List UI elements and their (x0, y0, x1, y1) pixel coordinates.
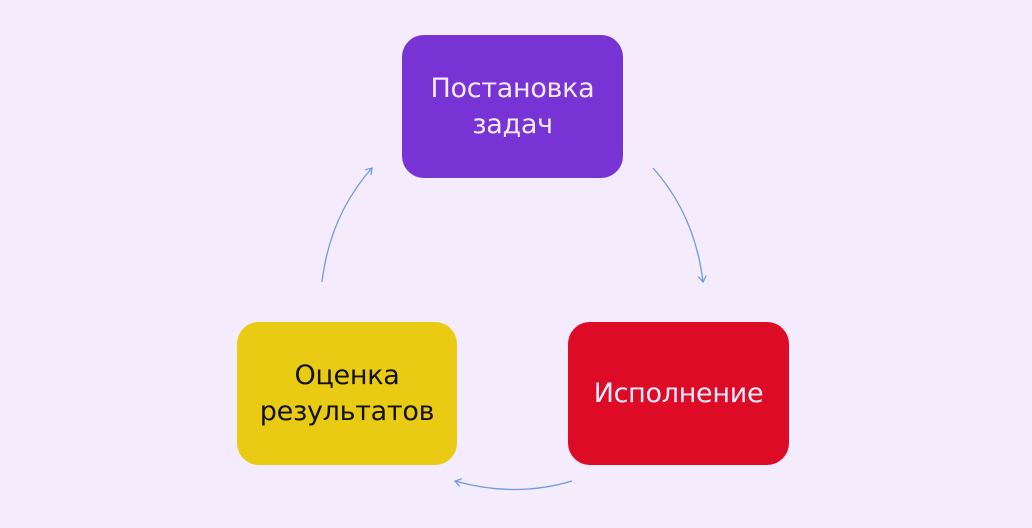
arrow-top-to-right (652, 167, 707, 284)
node-task-setting: Постановка задач (402, 35, 623, 178)
node-execution: Исполнение (568, 322, 789, 465)
node-results-evaluation-label: Оценка результатов (259, 359, 435, 427)
node-task-setting-label: Постановка задач (430, 72, 595, 140)
arrow-right-to-left (453, 478, 573, 491)
node-results-evaluation: Оценка результатов (237, 322, 457, 465)
node-execution-label: Исполнение (593, 377, 764, 409)
arrow-left-to-top (321, 167, 373, 283)
